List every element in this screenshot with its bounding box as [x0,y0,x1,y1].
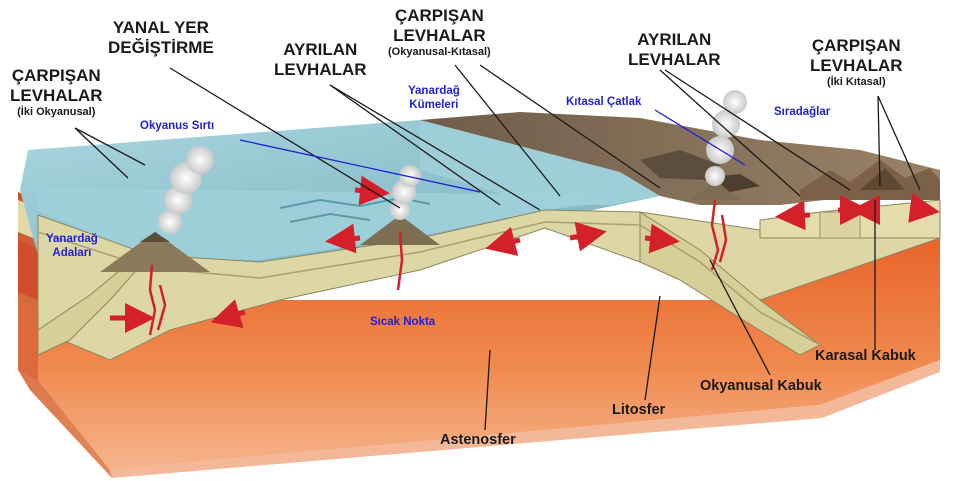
label-astenosfer: Astenosfer [440,432,516,448]
label-sicak-nokta: Sıcak Nokta [370,315,435,329]
label-carpisan-iki-okyanusal: ÇARPIŞAN LEVHALAR (İki Okyanusal) [10,66,103,119]
label-yanardag-kumeleri: Yanardağ Kümeleri [408,84,460,112]
label-carpisan-iki-kitasal: ÇARPIŞAN LEVHALAR (İki Kıtasal) [810,36,903,89]
label-yanal-yer-degistirme: YANAL YER DEĞİŞTİRME [108,18,214,58]
label-karasal-kabuk: Karasal Kabuk [815,348,916,364]
label-yanardag-adalari: Yanardağ Adaları [46,232,98,260]
label-siradaglar: Sıradağlar [774,105,830,119]
label-kitasal-catlak: Kıtasal Çatlak [566,95,641,109]
label-ayrilan-levhalar-left: AYRILAN LEVHALAR [274,40,367,80]
label-ayrilan-levhalar-right: AYRILAN LEVHALAR [628,30,721,70]
label-carpisan-okyanusal-kitasal: ÇARPIŞAN LEVHALAR (Okyanusal-Kıtasal) [388,6,491,59]
label-okyanus-sirti: Okyanus Sırtı [140,119,214,133]
label-litosfer: Litosfer [612,402,665,418]
label-okyanusal-kabuk: Okyanusal Kabuk [700,378,822,394]
